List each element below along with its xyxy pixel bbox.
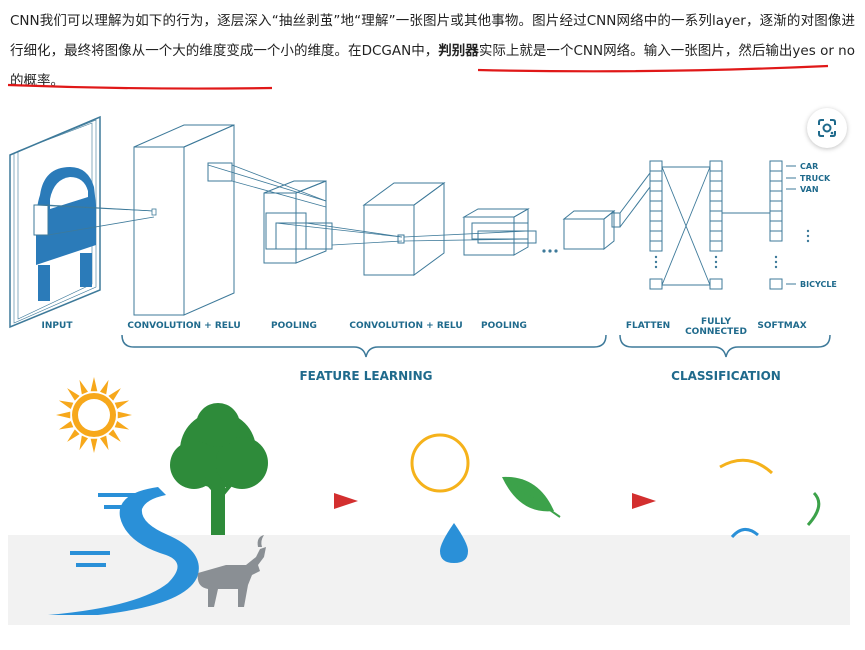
conn-lines-1 bbox=[33, 204, 157, 236]
pool3-block bbox=[562, 164, 657, 251]
paragraph-sentence-2a: 在DCGAN中， bbox=[348, 43, 439, 59]
neuron-cell bbox=[649, 220, 663, 232]
leaf-icon bbox=[502, 476, 561, 518]
sun-ray bbox=[58, 400, 74, 409]
goat-icon bbox=[197, 535, 266, 607]
tree-icon bbox=[170, 403, 268, 535]
sun-ray bbox=[108, 388, 121, 401]
neuron-cell bbox=[769, 160, 783, 172]
group-braces bbox=[121, 334, 831, 358]
water-drop-icon bbox=[440, 523, 468, 563]
group-label-classification: CLASSIFICATION bbox=[671, 369, 781, 383]
label-input: INPUT bbox=[42, 321, 74, 331]
neuron-cell-last bbox=[709, 278, 723, 290]
fc-connections bbox=[661, 166, 770, 286]
conn-lines-3 bbox=[275, 222, 403, 246]
paragraph-sentence-1: CNN我们可以理解为如下的行为，逐层深入“抽丝剥茧”地“理解”一张图片或其他事物… bbox=[10, 13, 855, 59]
column-dots bbox=[654, 229, 810, 269]
neuron-cell bbox=[769, 170, 783, 182]
play-arrow-icon-1 bbox=[334, 493, 358, 509]
neuron-cell bbox=[649, 190, 663, 202]
neuron-cell bbox=[769, 190, 783, 202]
sun-ray bbox=[114, 400, 130, 409]
label-connected: CONNECTED bbox=[685, 327, 747, 337]
label-pool2: POOLING bbox=[481, 321, 527, 331]
pool1-block bbox=[263, 180, 333, 264]
neuron-cell bbox=[709, 240, 723, 252]
illustration-floor bbox=[8, 535, 850, 625]
neuron-cell bbox=[649, 180, 663, 192]
neuron-cell bbox=[769, 220, 783, 232]
neuron-cell bbox=[769, 230, 783, 242]
sun-ray bbox=[100, 379, 109, 395]
neuron-cell bbox=[709, 220, 723, 232]
sun-ray bbox=[67, 388, 80, 401]
label-fully: FULLY bbox=[701, 317, 732, 327]
sun-ray bbox=[56, 411, 71, 419]
neuron-cell bbox=[649, 230, 663, 242]
conv2-block bbox=[362, 182, 446, 276]
neuron-cell bbox=[709, 190, 723, 202]
circle-shape-icon bbox=[410, 433, 470, 493]
car-window bbox=[50, 177, 88, 209]
neuron-cell bbox=[769, 200, 783, 212]
neuron-cell bbox=[649, 240, 663, 252]
blue-arc-icon bbox=[730, 528, 759, 539]
sun-ray bbox=[67, 429, 80, 442]
sun-ray bbox=[58, 421, 74, 430]
conn-lines-2 bbox=[207, 164, 327, 208]
river-icon bbox=[48, 487, 199, 615]
neuron-cell bbox=[649, 200, 663, 212]
sun-center bbox=[78, 399, 110, 431]
google-lens-icon bbox=[818, 119, 836, 137]
cnn-figure: CAR TRUCK VAN BICYCLE INPUT CONVOLUTION … bbox=[8, 115, 850, 625]
class-label-bicycle: BICYCLE bbox=[800, 280, 837, 289]
flatten-column bbox=[649, 160, 663, 290]
label-conv1: CONVOLUTION + RELU bbox=[127, 321, 240, 331]
ellipsis-dots bbox=[542, 249, 558, 253]
sun-ray bbox=[79, 435, 88, 451]
neuron-cell bbox=[769, 210, 783, 222]
neuron-cell bbox=[649, 170, 663, 182]
sun-ray bbox=[117, 411, 132, 419]
neuron-cell bbox=[709, 200, 723, 212]
neuron-cell bbox=[769, 180, 783, 192]
yellow-arc-icon bbox=[719, 458, 774, 475]
conv1-block bbox=[133, 124, 235, 316]
neuron-cell bbox=[649, 210, 663, 222]
neuron-cell bbox=[649, 160, 663, 172]
intro-paragraph: CNN我们可以理解为如下的行为，逐层深入“抽丝剥茧”地“理解”一张图片或其他事物… bbox=[10, 6, 855, 96]
label-pool1: POOLING bbox=[271, 321, 317, 331]
green-arc-icon bbox=[806, 491, 821, 527]
class-ticks bbox=[786, 165, 796, 285]
google-lens-button[interactable] bbox=[807, 108, 847, 148]
sun-ray bbox=[100, 435, 109, 451]
neuron-cell bbox=[709, 170, 723, 182]
neuron-cell-last bbox=[649, 278, 663, 290]
neuron-cell bbox=[709, 230, 723, 242]
sun-ray bbox=[108, 429, 121, 442]
label-softmax: SOFTMAX bbox=[757, 321, 806, 331]
play-arrow-icon-2 bbox=[632, 493, 656, 509]
neuron-cell-last bbox=[769, 278, 783, 290]
label-conv2: CONVOLUTION + RELU bbox=[349, 321, 462, 331]
sun-icon bbox=[56, 377, 132, 453]
sun-ray bbox=[79, 379, 88, 395]
group-label-feature: FEATURE LEARNING bbox=[299, 369, 432, 383]
discriminator-term: 判别器 bbox=[438, 43, 479, 59]
sun-ray bbox=[90, 438, 98, 453]
neuron-cell bbox=[709, 180, 723, 192]
class-label-car: CAR bbox=[800, 162, 818, 171]
neuron-cell bbox=[709, 160, 723, 172]
sun-ray bbox=[114, 421, 130, 430]
neuron-cell bbox=[709, 210, 723, 222]
input-filter-window bbox=[33, 204, 49, 236]
class-label-truck: TRUCK bbox=[800, 174, 831, 183]
sun-ray bbox=[90, 377, 98, 392]
pool2-block bbox=[462, 208, 537, 256]
fc-column bbox=[709, 160, 723, 290]
softmax-column bbox=[769, 160, 783, 290]
label-flatten: FLATTEN bbox=[626, 321, 670, 331]
class-label-van: VAN bbox=[800, 185, 819, 194]
